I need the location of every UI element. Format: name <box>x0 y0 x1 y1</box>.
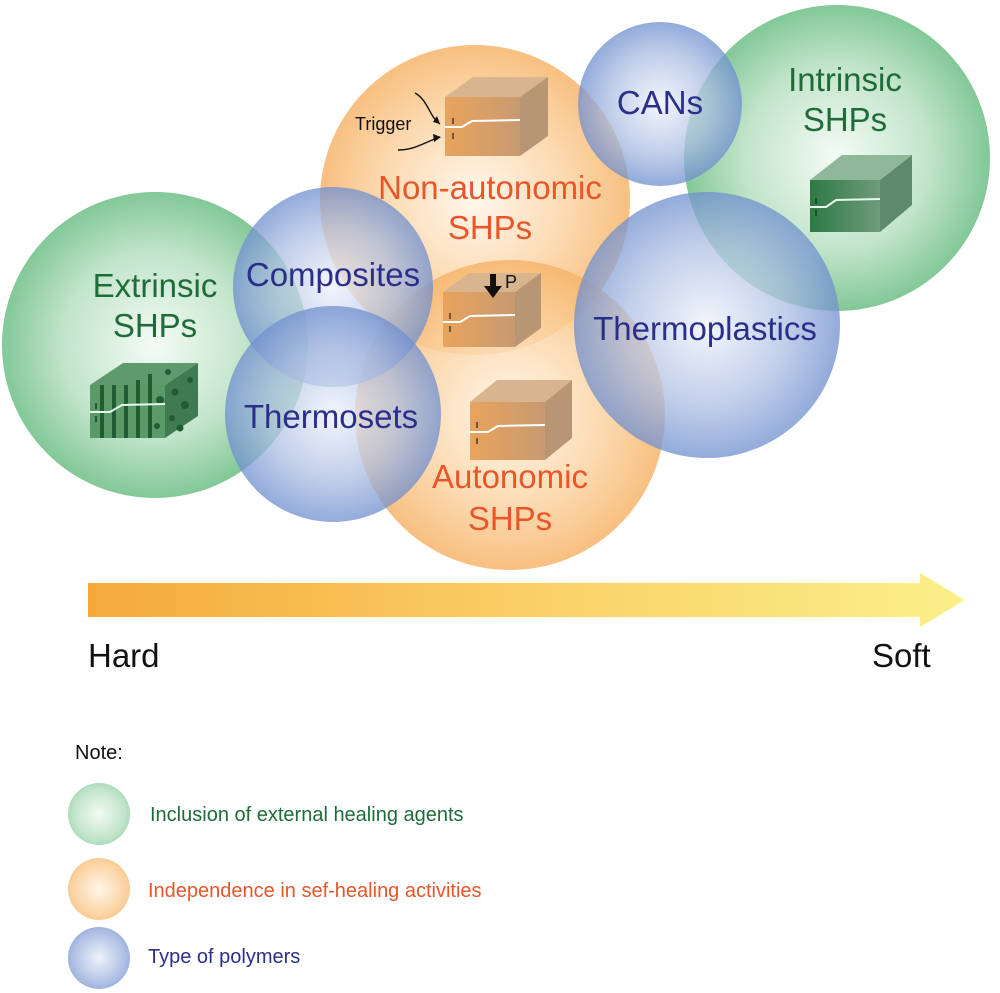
composites-label: Composites <box>245 256 421 293</box>
pressure-arrow-icon <box>484 274 502 298</box>
intrinsic-sample-block <box>810 155 912 232</box>
extrinsic-label: Extrinsic SHPs <box>92 267 218 344</box>
legend-label: Inclusion of external healing agents <box>150 804 464 826</box>
thermoplastics-circle <box>574 192 840 458</box>
legend-title: Note: <box>75 742 123 764</box>
thermoplastics-label: Thermoplastics <box>593 310 817 347</box>
axis-soft-label: Soft <box>872 637 931 674</box>
legend-orange-swatch <box>68 858 130 920</box>
trigger-label: Trigger <box>355 114 412 134</box>
cans-label: CANs <box>616 84 704 121</box>
cans-circle <box>578 22 742 186</box>
legend-blue-swatch <box>68 927 130 989</box>
trigger-arrows <box>397 92 441 151</box>
thermosets-circle <box>225 306 441 522</box>
hard-to-soft-arrow <box>88 573 965 627</box>
autonomic-sample-block <box>470 380 572 460</box>
pressure-label: P <box>505 272 518 292</box>
intrinsic-label: Intrinsic SHPs <box>788 61 902 138</box>
non-autonomic-label: Non-autonomic SHPs <box>378 169 602 246</box>
legend-green-swatch <box>68 783 130 845</box>
legend-label: Type of polymers <box>148 946 301 968</box>
autonomic-label: Autonomic SHPs <box>432 458 588 537</box>
extrinsic-sample-block <box>90 363 198 438</box>
thermosets-label: Thermosets <box>243 398 419 435</box>
legend-label: Independence in sef-healing activities <box>148 880 482 902</box>
axis-hard-label: Hard <box>88 637 160 674</box>
non-autonomic-sample-block <box>445 77 548 156</box>
